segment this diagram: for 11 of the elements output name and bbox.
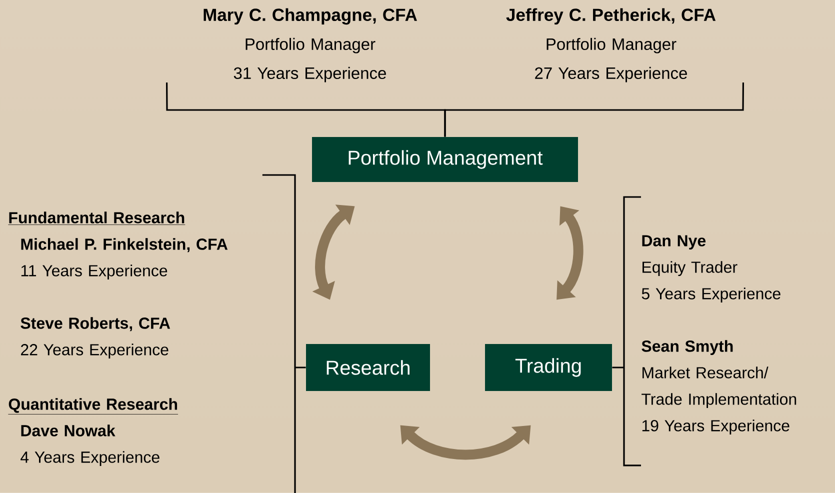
person-text: Mary C. Champagne, CFA Portfolio Manager 31 Years Experience [204,8,417,82]
bracket-line [444,82,744,137]
box: Trading [485,344,612,391]
team-text: Fundamental Research Michael P. Finkelstein, CFA 11 Years Experience Steve Roberts, CFA 22 Years Experience Quantitative Research Dave Nowak 4 Years Experience [8,212,228,466]
box: Research [306,344,430,391]
team-text: Dan Nye Equity Trader 5 Years Experience Sean Smyth Market Research/ Trade Implementation 19 Years Experience [642,235,796,435]
bracket-line [262,174,307,493]
curved-arrow [400,425,531,460]
person-text: Jeffrey C. Petherick, CFA Portfolio Manager 27 Years Experience [506,8,716,82]
bracket-line [611,196,642,466]
box: Portfolio Management [312,137,578,182]
